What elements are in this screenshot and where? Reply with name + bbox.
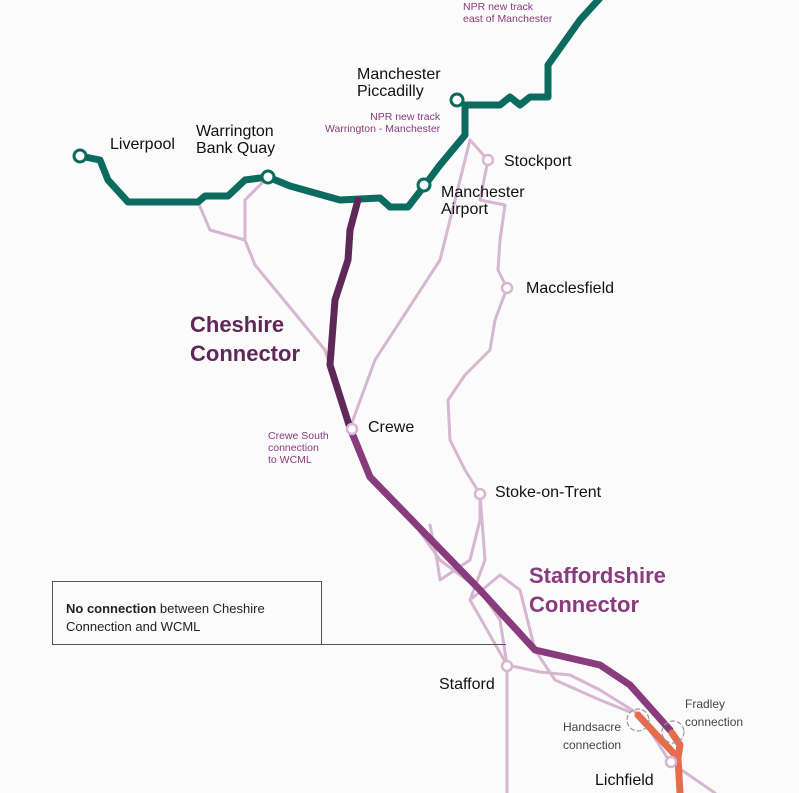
station-marker-lichfield — [664, 755, 678, 769]
existing-line-warrington — [243, 175, 270, 242]
label-line: Cheshire — [190, 312, 285, 337]
annotation-line: connection — [268, 442, 319, 454]
annotation-line: NPR new track — [463, 1, 534, 13]
label-line: Connector — [529, 592, 639, 617]
label-line: Warrington — [196, 123, 274, 140]
annotation-line: Fradley — [685, 697, 726, 711]
annotation-line: east of Manchester — [463, 13, 553, 25]
label-line: Staffordshire — [529, 563, 666, 588]
annotation-line: Crewe South — [268, 430, 329, 442]
station-label-stafford: Stafford — [439, 676, 495, 693]
annotation-line: connection — [685, 715, 744, 729]
annotation-line: NPR new track — [370, 111, 441, 123]
station-marker-stoke — [473, 487, 487, 501]
label-line: Bank Quay — [196, 140, 276, 157]
note-text: between Cheshire Connection and WCML — [66, 601, 265, 634]
label-line: Airport — [441, 201, 489, 218]
existing-line-crewe-manchester — [348, 138, 509, 582]
connection-markers — [626, 708, 685, 744]
label-line: Manchester — [357, 66, 441, 83]
station-marker-macclesfield — [500, 281, 514, 295]
label-line: Connector — [190, 341, 300, 366]
station-marker-stockport — [481, 153, 495, 167]
station-label-lichfield: Lichfield — [595, 772, 654, 789]
annotation-line: Warrington - Manchester — [325, 123, 441, 135]
annotation-line: to WCML — [268, 454, 312, 466]
station-marker-warrington — [260, 169, 276, 185]
npr-line — [76, 0, 603, 211]
staffordshire-connector-line — [346, 424, 674, 734]
annotation-line: Handsacre — [563, 720, 622, 734]
existing-line-wcml — [196, 200, 717, 793]
station-label-liverpool: Liverpool — [110, 136, 175, 153]
label-line: Manchester — [441, 184, 525, 201]
station-marker-piccadilly — [449, 92, 465, 108]
station-label-macclesfield: Macclesfield — [526, 280, 615, 297]
note-box: No connection between Cheshire Connectio… — [52, 581, 322, 645]
station-label-stoke: Stoke-on-Trent — [495, 484, 602, 501]
lichfield-line — [634, 711, 684, 793]
station-markers — [72, 92, 678, 769]
station-marker-airport — [416, 177, 432, 193]
station-marker-liverpool — [72, 148, 88, 164]
note-bold: No connection — [66, 601, 157, 616]
cheshire-connector-line — [326, 196, 362, 432]
note-divider — [52, 644, 506, 645]
annotation-line: connection — [563, 738, 622, 752]
station-marker-crewe — [345, 422, 359, 436]
label-line: Piccadilly — [357, 83, 424, 100]
station-label-stockport: Stockport — [504, 153, 572, 170]
annotation-fradley: Fradley connection — [685, 695, 743, 731]
station-marker-stafford — [500, 659, 514, 673]
annotation-handsacre: Handsacre connection — [563, 718, 621, 754]
station-label-crewe: Crewe — [368, 419, 415, 436]
